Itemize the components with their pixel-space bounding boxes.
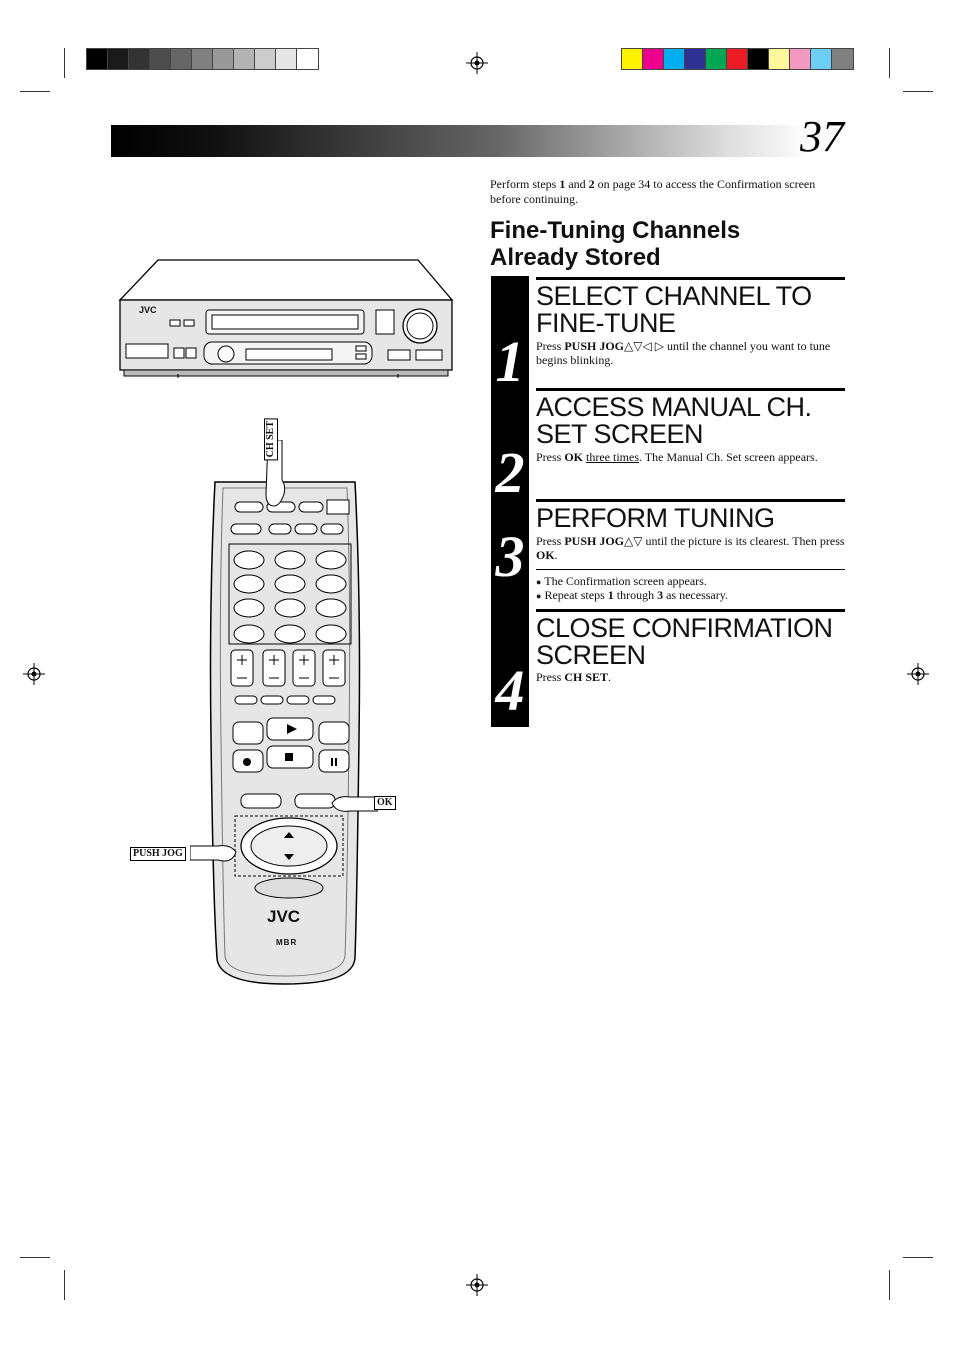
- gray-swatch-1: [87, 49, 108, 69]
- step-3-bullet-2: ● Repeat steps 1 through 3 as necessary.: [536, 588, 728, 602]
- vcr-illustration: [118, 259, 454, 378]
- step-2-heading: ACCESS MANUAL CH. SET SCREEN: [536, 392, 812, 449]
- gray-swatch-5: [171, 49, 192, 69]
- step-4-rule: [536, 609, 845, 612]
- step-3-bullet-1: ● The Confirmation screen appears.: [536, 574, 707, 588]
- gray-swatch-8: [234, 49, 255, 69]
- color-swatch-1: [622, 49, 643, 69]
- step-3-number: 3: [495, 524, 525, 589]
- color-swatch-7: [748, 49, 769, 69]
- step-1-number: 1: [495, 329, 525, 394]
- color-swatch-5: [706, 49, 727, 69]
- push-jog-callout: PUSH JOG: [130, 847, 186, 861]
- color-swatch-8: [769, 49, 790, 69]
- color-swatch-3: [664, 49, 685, 69]
- step-1-heading: SELECT CHANNEL TO FINE-TUNE: [536, 281, 812, 338]
- step-3-body: Press PUSH JOG△▽ until the picture is it…: [536, 534, 845, 562]
- section-title: Fine-Tuning Channels Already Stored: [490, 217, 741, 271]
- ch-set-callout: CH SET: [264, 418, 278, 461]
- step-1-rule: [536, 277, 845, 280]
- gray-swatch-3: [129, 49, 150, 69]
- gray-swatch-2: [108, 49, 129, 69]
- color-swatch-6: [727, 49, 748, 69]
- gray-swatch-4: [150, 49, 171, 69]
- remote-brand-logo: JVC: [267, 907, 301, 926]
- gray-swatch-11: [297, 49, 318, 69]
- gray-calibration-strip: [86, 48, 319, 70]
- color-swatch-4: [685, 49, 706, 69]
- color-swatch-9: [790, 49, 811, 69]
- gray-swatch-7: [213, 49, 234, 69]
- pointing-hand-push-jog: [190, 845, 237, 862]
- remote-model-mark: MBR: [276, 938, 298, 947]
- registration-mark-left: [23, 663, 45, 685]
- gray-swatch-10: [276, 49, 297, 69]
- pointing-hand-ok: [331, 796, 378, 812]
- step-4-body: Press CH SET.: [536, 670, 612, 684]
- step-4-number: 4: [495, 658, 525, 723]
- step-2-body: Press OK three times. The Manual Ch. Set…: [536, 450, 818, 464]
- color-calibration-strip: [621, 48, 854, 70]
- color-swatch-11: [832, 49, 853, 69]
- gray-swatch-6: [192, 49, 213, 69]
- color-swatch-2: [643, 49, 664, 69]
- header-gradient-bar: [111, 125, 811, 157]
- step-3-heading: PERFORM TUNING: [536, 503, 775, 533]
- step-2-number: 2: [495, 440, 525, 505]
- color-swatch-10: [811, 49, 832, 69]
- intro-text: Perform steps 1 and 2 on page 34 to acce…: [490, 177, 816, 206]
- gray-swatch-9: [255, 49, 276, 69]
- vcr-brand-logo: JVC: [139, 305, 157, 315]
- step-3-divider: [536, 569, 845, 570]
- registration-mark-right: [907, 663, 929, 685]
- step-3-rule: [536, 499, 845, 502]
- step-1-body: Press PUSH JOG△▽◁ ▷ until the channel yo…: [536, 339, 831, 367]
- page-number: 37: [800, 112, 844, 161]
- remote-illustration: [209, 481, 361, 985]
- registration-mark-top: [466, 52, 488, 74]
- step-4-heading: CLOSE CONFIRMATION SCREEN: [536, 613, 833, 670]
- ok-callout: OK: [374, 796, 396, 810]
- step-number-band: [491, 276, 529, 727]
- step-2-rule: [536, 388, 845, 391]
- registration-mark-bottom: [466, 1274, 488, 1296]
